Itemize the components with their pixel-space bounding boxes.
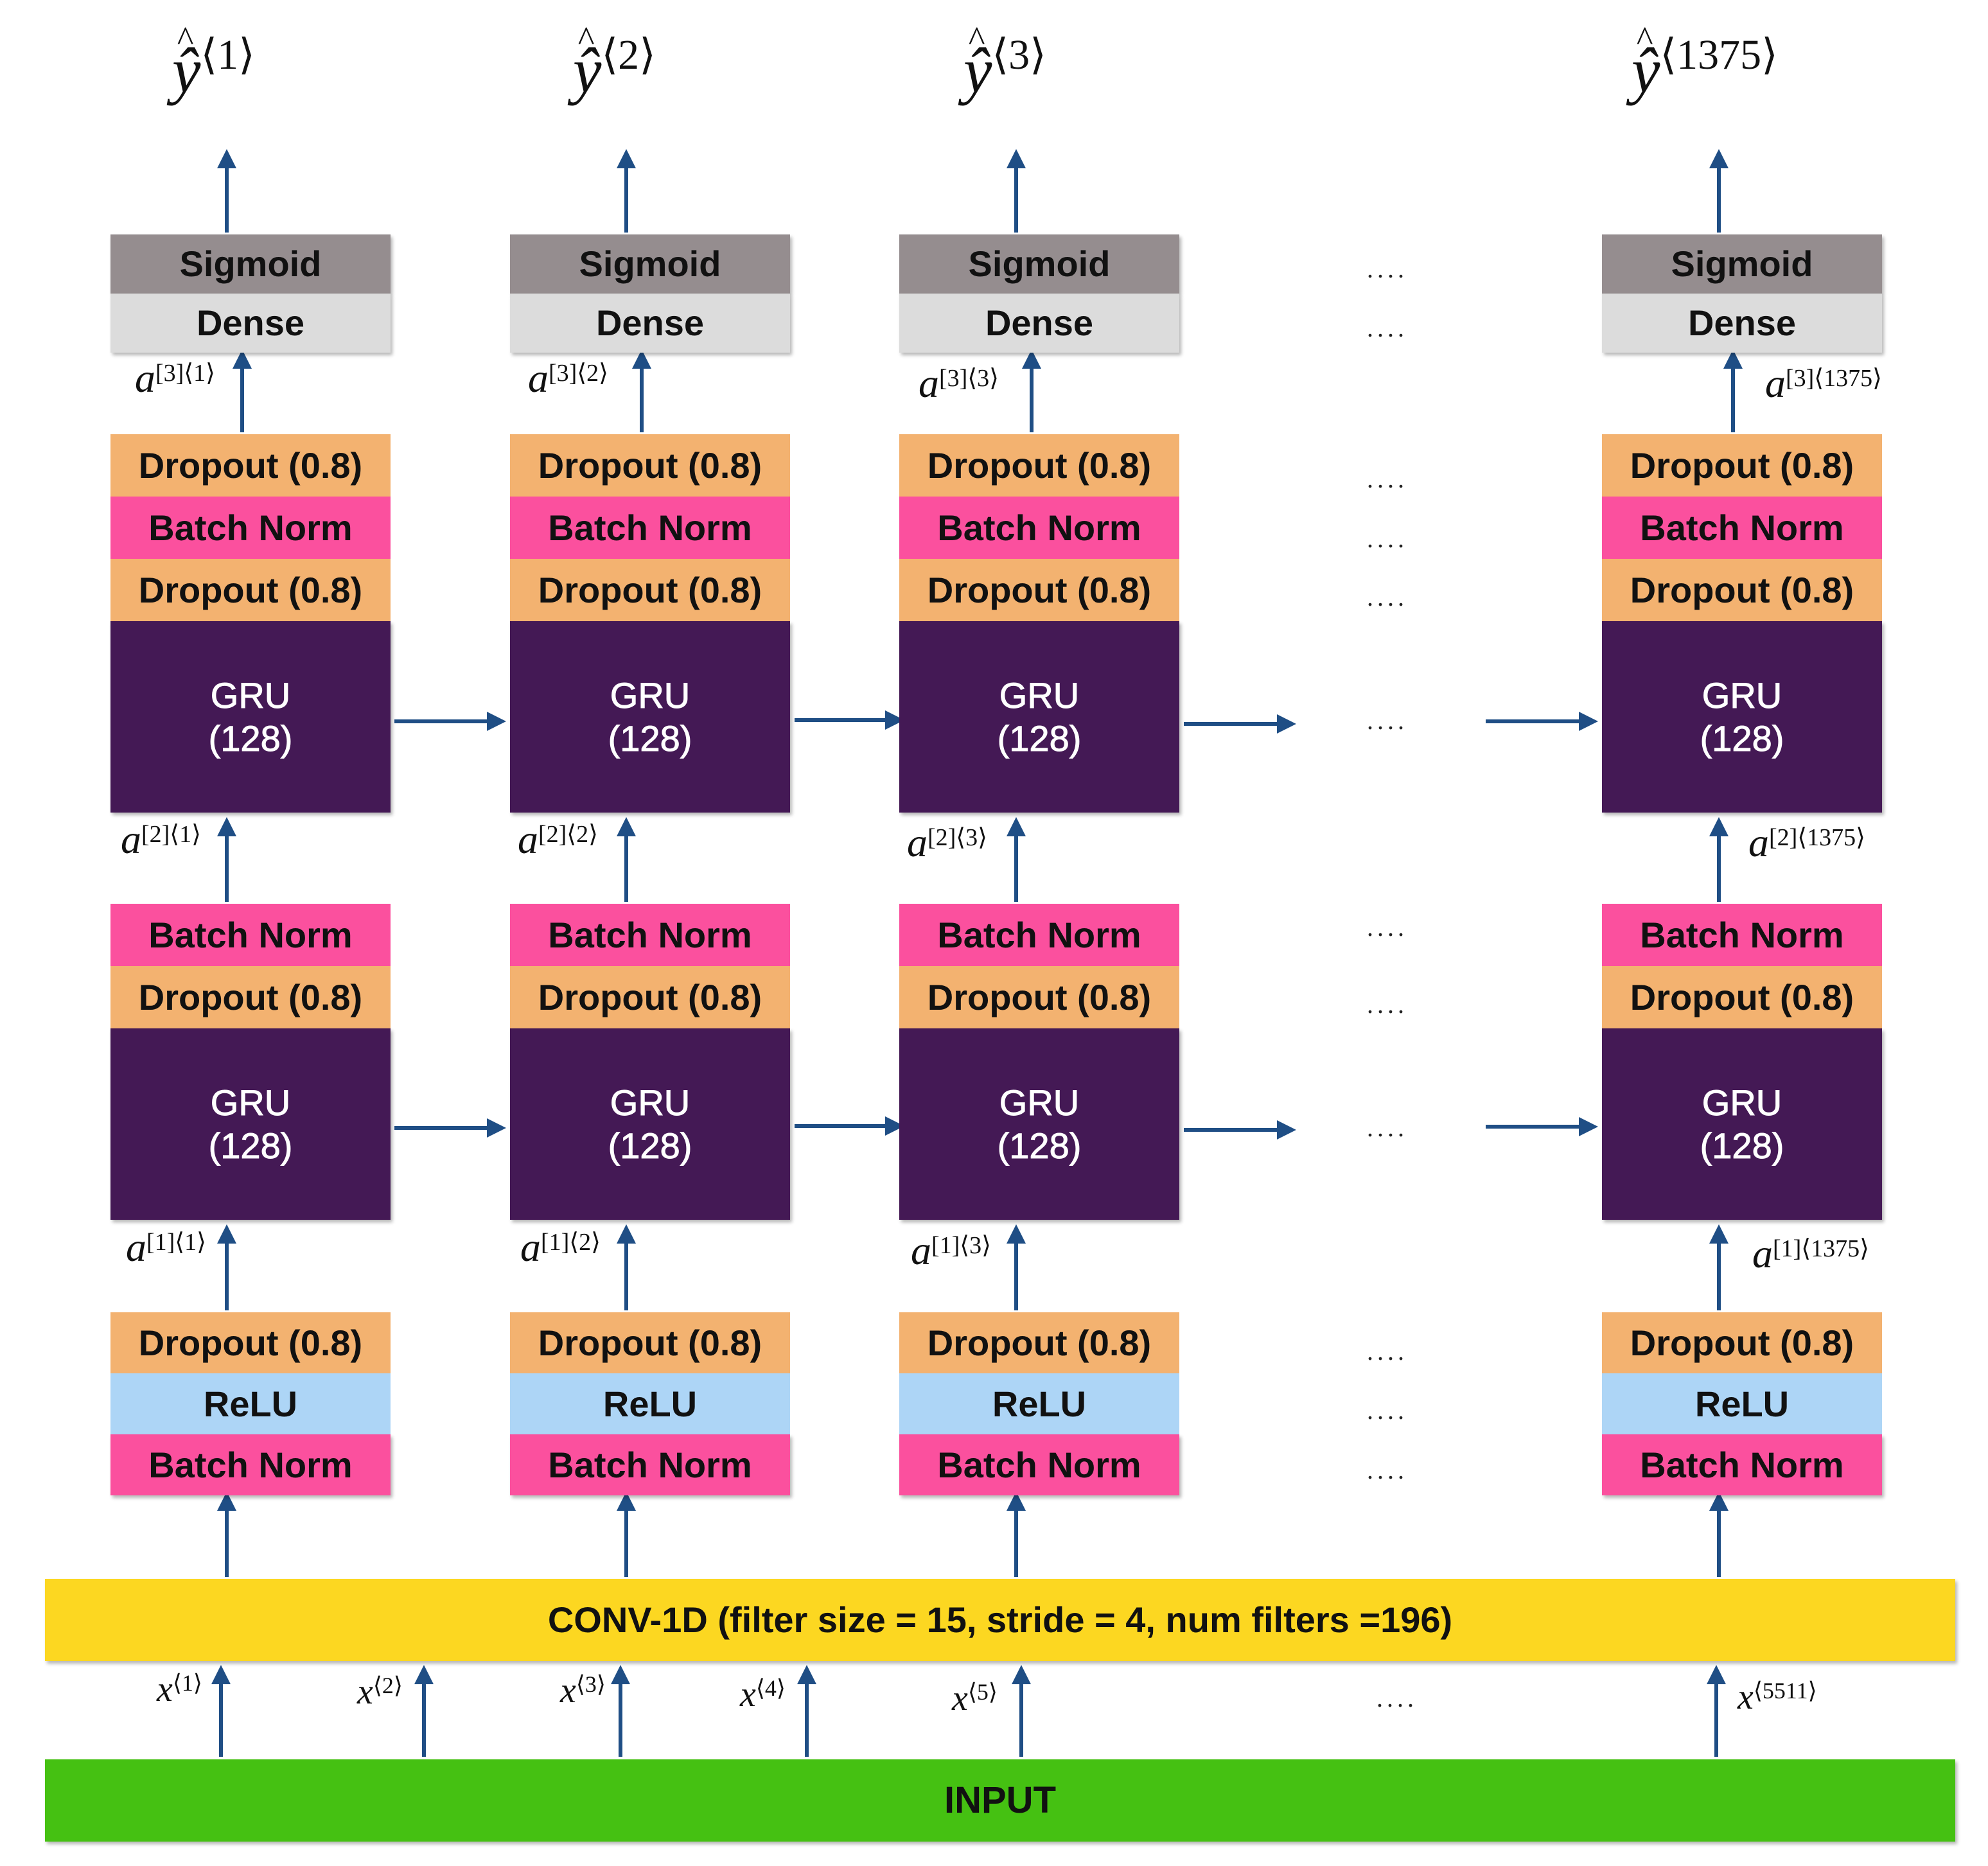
dropout-layer-bottom-col2: Dropout (0.8) [510, 1312, 790, 1373]
activation-a2-label-col3: a[2]⟨3⟩ [907, 820, 987, 865]
dropout-layer-lower-col1: Dropout (0.8) [110, 966, 391, 1028]
gru-layer-upper-col2: GRU(128) [510, 621, 790, 813]
sigmoid-layer-col2: Sigmoid [510, 234, 790, 294]
dropout-layer-mid-col1: Dropout (0.8) [110, 559, 391, 621]
ellipsis-batchnorm-mid: .... [1367, 913, 1408, 942]
batchnorm-layer-top-col4: Batch Norm [1602, 497, 1882, 559]
activation-a1-label-col4: a[1]⟨1375⟩ [1752, 1231, 1869, 1276]
dropout-layer-bottom-col1: Dropout (0.8) [110, 1312, 391, 1373]
activation-a2-label-col4: a[2]⟨1375⟩ [1748, 820, 1865, 865]
ellipsis-relu: .... [1367, 1396, 1408, 1425]
output-label-col3: ŷ⟨3⟩ [963, 19, 1046, 107]
gru-layer-lower-col4: GRU(128) [1602, 1028, 1882, 1220]
ellipsis-inputs: .... [1377, 1684, 1418, 1712]
dropout-layer-top-col1: Dropout (0.8) [110, 434, 391, 497]
gru-layer-upper-col1: GRU(128) [110, 621, 391, 813]
activation-a2-label-col1: a[2]⟨1⟩ [121, 816, 201, 862]
ellipsis-gru-lower: .... [1367, 1113, 1408, 1142]
batchnorm-layer-bottom-col4: Batch Norm [1602, 1434, 1882, 1495]
relu-layer-col4: ReLU [1602, 1373, 1882, 1434]
gru-layer-upper-col3: GRU(128) [899, 621, 1179, 813]
batchnorm-layer-bottom-col1: Batch Norm [110, 1434, 391, 1495]
dropout-layer-bottom-col3: Dropout (0.8) [899, 1312, 1179, 1373]
dropout-layer-top-col2: Dropout (0.8) [510, 434, 790, 497]
ellipsis-dropout-bottom: .... [1367, 1337, 1408, 1366]
activation-a3-label-col4: a[3]⟨1375⟩ [1765, 360, 1882, 406]
activation-a1-label-col2: a[1]⟨2⟩ [520, 1224, 601, 1270]
conv1d-layer: CONV-1D (filter size = 15, stride = 4, n… [45, 1579, 1955, 1661]
ellipsis-sigmoid: .... [1367, 254, 1408, 283]
dropout-layer-top-col4: Dropout (0.8) [1602, 434, 1882, 497]
activation-a1-label-col3: a[1]⟨3⟩ [911, 1228, 991, 1273]
activation-a2-label-col2: a[2]⟨2⟩ [518, 816, 598, 862]
output-label-col1: ŷ⟨1⟩ [172, 19, 255, 107]
relu-layer-col3: ReLU [899, 1373, 1179, 1434]
dropout-layer-top-col3: Dropout (0.8) [899, 434, 1179, 497]
relu-layer-col2: ReLU [510, 1373, 790, 1434]
activation-a3-label-col2: a[3]⟨2⟩ [528, 355, 608, 401]
dense-layer-col1: Dense [110, 294, 391, 353]
ellipsis-dense: .... [1367, 313, 1408, 342]
sigmoid-layer-col1: Sigmoid [110, 234, 391, 294]
relu-layer-col1: ReLU [110, 1373, 391, 1434]
batchnorm-layer-bottom-col3: Batch Norm [899, 1434, 1179, 1495]
ellipsis-batchnorm-top: .... [1367, 524, 1408, 553]
dropout-layer-lower-col2: Dropout (0.8) [510, 966, 790, 1028]
gru-layer-lower-col3: GRU(128) [899, 1028, 1179, 1220]
input-x1-label: x⟨1⟩ [157, 1669, 202, 1709]
input-layer: INPUT [45, 1759, 1955, 1842]
sigmoid-layer-col3: Sigmoid [899, 234, 1179, 294]
dense-layer-col3: Dense [899, 294, 1179, 353]
batchnorm-layer-bottom-col2: Batch Norm [510, 1434, 790, 1495]
input-x2-label: x⟨2⟩ [357, 1672, 403, 1712]
dropout-layer-mid-col3: Dropout (0.8) [899, 559, 1179, 621]
activation-a3-label-col1: a[3]⟨1⟩ [135, 355, 215, 401]
dropout-layer-lower-col3: Dropout (0.8) [899, 966, 1179, 1028]
batchnorm-layer-top-col1: Batch Norm [110, 497, 391, 559]
ellipsis-dropout-top: .... [1367, 464, 1408, 493]
ellipsis-batchnorm-bottom: .... [1367, 1456, 1408, 1484]
input-x5511-label: x⟨5511⟩ [1737, 1677, 1817, 1717]
batchnorm-layer-mid-col3: Batch Norm [899, 904, 1179, 966]
dropout-layer-mid-col2: Dropout (0.8) [510, 559, 790, 621]
dense-layer-col4: Dense [1602, 294, 1882, 353]
sigmoid-layer-col4: Sigmoid [1602, 234, 1882, 294]
batchnorm-layer-mid-col4: Batch Norm [1602, 904, 1882, 966]
batchnorm-layer-mid-col2: Batch Norm [510, 904, 790, 966]
batchnorm-layer-top-col2: Batch Norm [510, 497, 790, 559]
input-x3-label: x⟨3⟩ [560, 1671, 606, 1711]
ellipsis-dropout-lower: .... [1367, 990, 1408, 1019]
gru-layer-lower-col1: GRU(128) [110, 1028, 391, 1220]
dropout-layer-bottom-col4: Dropout (0.8) [1602, 1312, 1882, 1373]
dropout-layer-lower-col4: Dropout (0.8) [1602, 966, 1882, 1028]
output-label-col2: ŷ⟨2⟩ [573, 19, 656, 107]
input-x4-label: x⟨4⟩ [740, 1675, 786, 1714]
activation-a1-label-col1: a[1]⟨1⟩ [126, 1224, 206, 1270]
input-x5-label: x⟨5⟩ [952, 1678, 998, 1718]
batchnorm-layer-top-col3: Batch Norm [899, 497, 1179, 559]
output-label-col4: ŷ⟨1375⟩ [1632, 19, 1778, 107]
dense-layer-col2: Dense [510, 294, 790, 353]
ellipsis-dropout-mid: .... [1367, 583, 1408, 612]
dropout-layer-mid-col4: Dropout (0.8) [1602, 559, 1882, 621]
batchnorm-layer-mid-col1: Batch Norm [110, 904, 391, 966]
gru-layer-lower-col2: GRU(128) [510, 1028, 790, 1220]
ellipsis-gru-upper: .... [1367, 706, 1408, 735]
gru-layer-upper-col4: GRU(128) [1602, 621, 1882, 813]
activation-a3-label-col3: a[3]⟨3⟩ [919, 360, 999, 406]
